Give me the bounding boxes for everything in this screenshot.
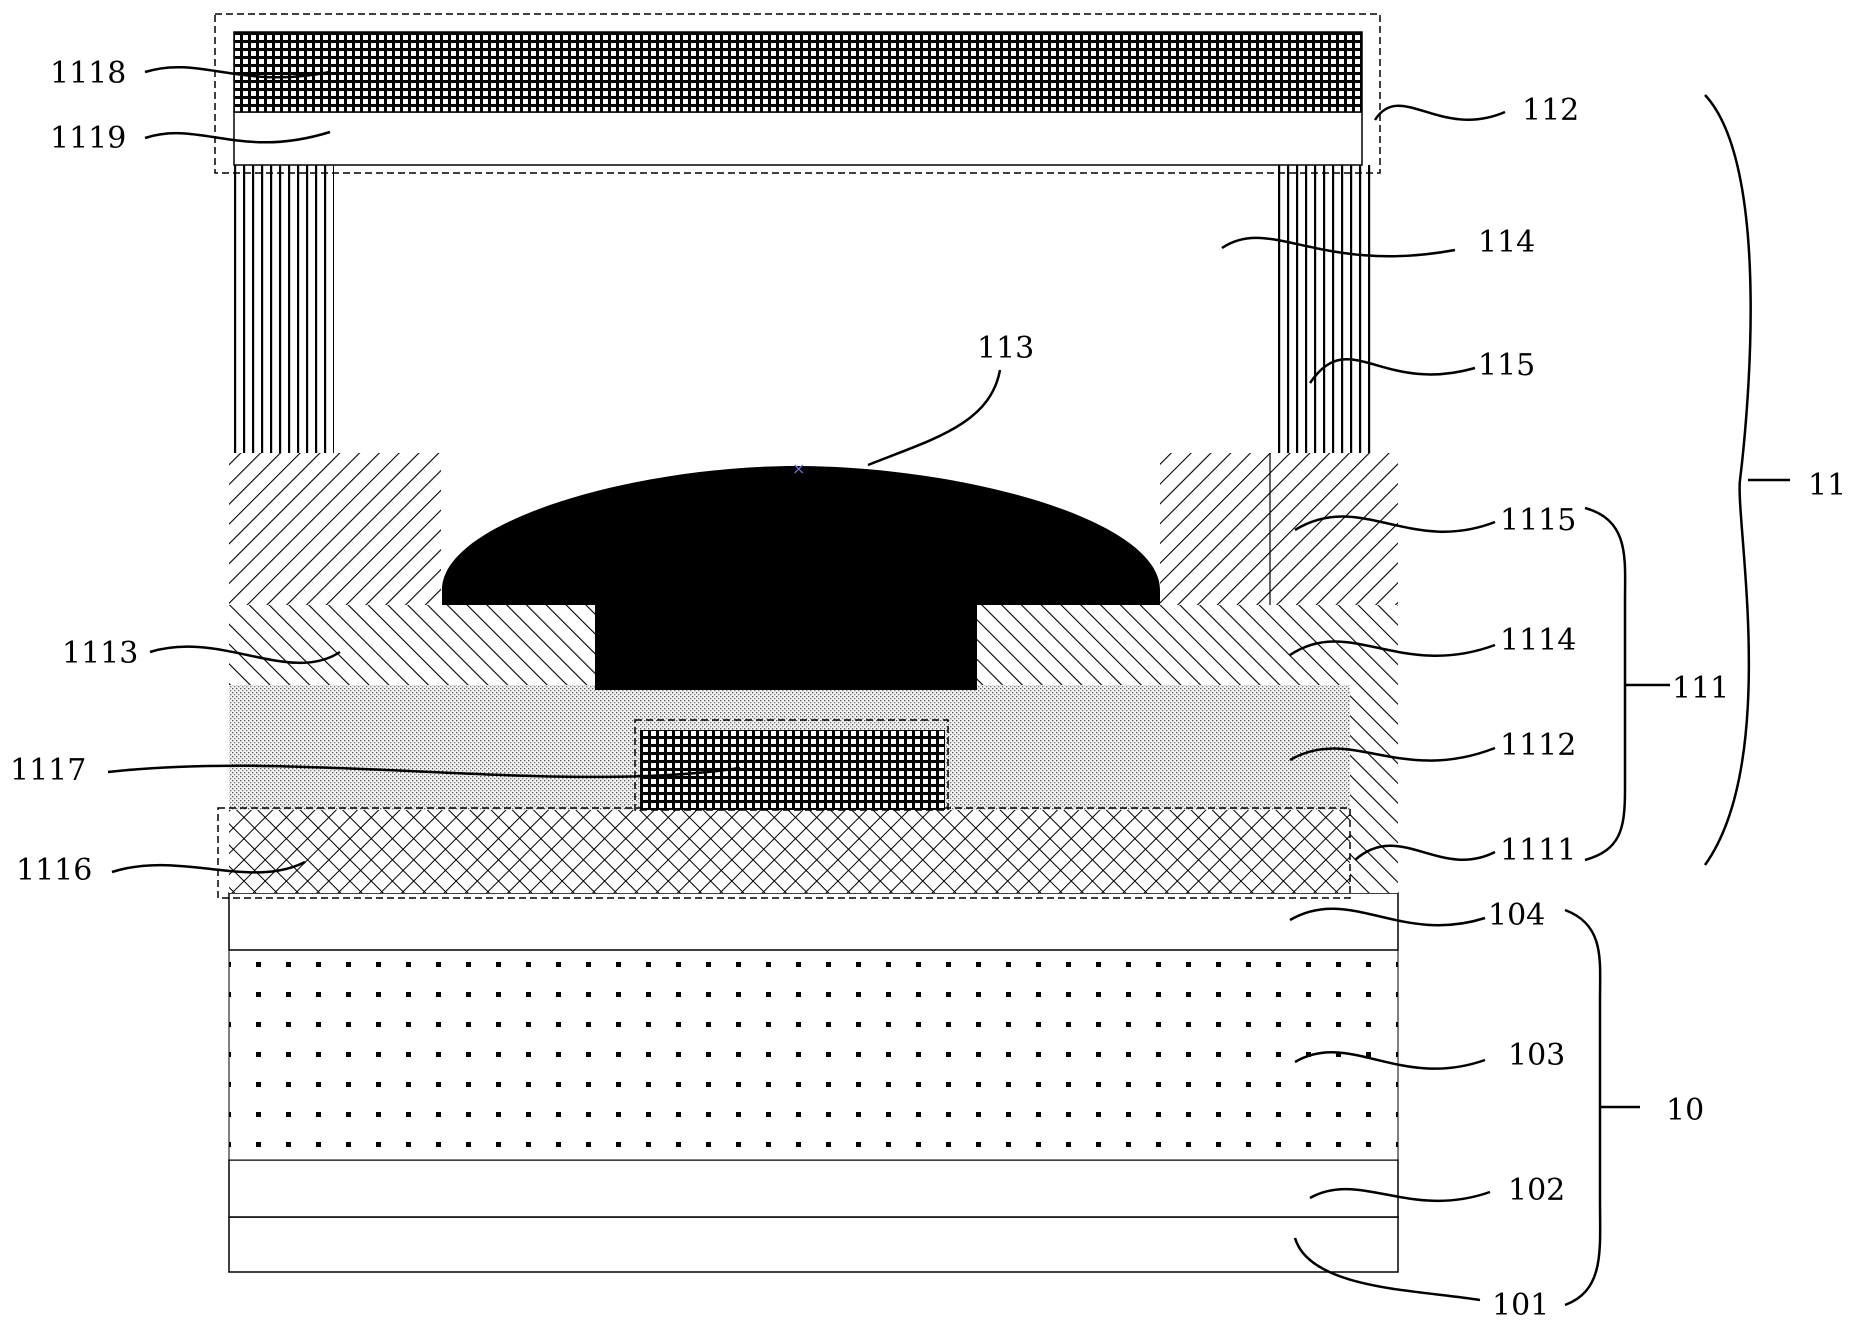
- leader-1114: [1289, 640, 1496, 657]
- label-103: 103: [1508, 1038, 1565, 1073]
- layer-1118: [233, 31, 1363, 113]
- layer-1116: [229, 810, 1350, 893]
- leader-1113: [149, 645, 341, 665]
- brace-111: [1584, 506, 1627, 862]
- label-1119: 1119: [50, 121, 126, 156]
- leader-114: [1221, 236, 1456, 258]
- label-1114: 1114: [1500, 623, 1576, 658]
- label-1115: 1115: [1500, 503, 1576, 538]
- label-111: 111: [1672, 671, 1729, 706]
- element-115-right: [1272, 165, 1372, 453]
- layer-1114: [974, 605, 1398, 893]
- label-1118: 1118: [50, 56, 126, 91]
- outline-112: [214, 13, 1381, 174]
- label-1117: 1117: [10, 753, 86, 788]
- leader-115: [1308, 358, 1476, 384]
- marker-113: ×: [792, 459, 805, 478]
- label-1116: 1116: [16, 853, 92, 888]
- leader-104: [1289, 907, 1486, 927]
- label-113: 113: [977, 331, 1034, 366]
- leader-112: [1373, 104, 1506, 121]
- label-104: 104: [1488, 898, 1545, 933]
- leader-1115: [1294, 515, 1496, 533]
- leader-102: [1309, 1188, 1491, 1202]
- leader-1118: [144, 65, 331, 79]
- outline-1117: [634, 719, 949, 811]
- layer-102: [228, 1159, 1399, 1218]
- element-113: [442, 465, 1160, 690]
- leader-1112: [1289, 746, 1496, 762]
- element-115-left: [234, 165, 334, 453]
- brace-10: [1564, 908, 1602, 1307]
- element-1117: [640, 730, 945, 810]
- layer-1119: [233, 111, 1363, 166]
- label-10: 10: [1666, 1093, 1704, 1128]
- leader-1117: [107, 764, 741, 779]
- brace-11: [1703, 94, 1752, 866]
- label-112: 112: [1522, 93, 1579, 128]
- layer-1113: [229, 605, 597, 685]
- label-114: 114: [1478, 225, 1535, 260]
- leader-103: [1294, 1051, 1486, 1070]
- layer-103: [228, 949, 1399, 1161]
- label-101: 101: [1492, 1288, 1549, 1322]
- layer-1115-right: [1160, 453, 1398, 605]
- label-1113: 1113: [62, 636, 138, 671]
- label-1112: 1112: [1500, 728, 1576, 763]
- leader-1116: [111, 860, 306, 874]
- leader-101: [1293, 1237, 1481, 1302]
- leader-1111: [1354, 844, 1496, 861]
- label-115: 115: [1478, 348, 1535, 383]
- label-102: 102: [1508, 1173, 1565, 1208]
- label-11: 11: [1808, 468, 1846, 503]
- leader-113: [867, 369, 1002, 467]
- layer-101: [228, 1216, 1399, 1273]
- layer-104: [228, 892, 1399, 951]
- leader-1119: [144, 130, 331, 144]
- layer-1115-left: [229, 453, 441, 605]
- label-1111: 1111: [1500, 833, 1576, 868]
